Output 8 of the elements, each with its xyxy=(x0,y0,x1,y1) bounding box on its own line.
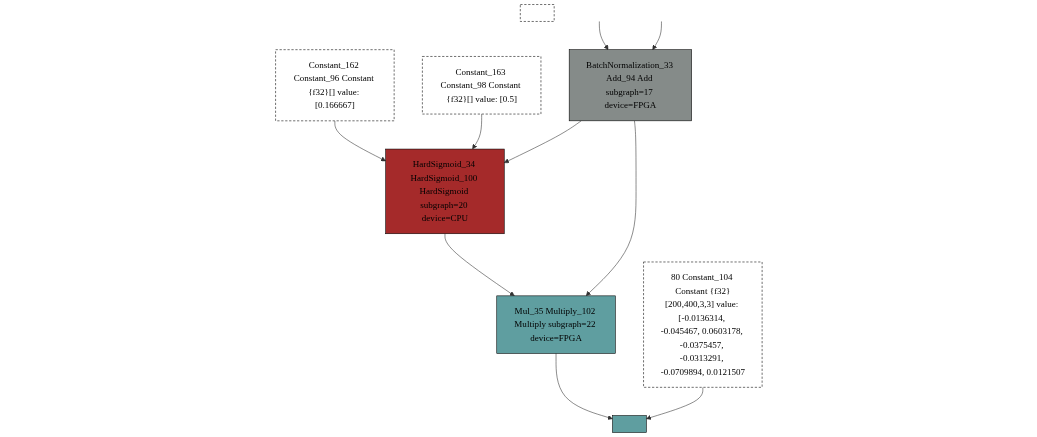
node-box: BatchNormalization_33 Add_94 Add subgraph=17 device=FPGA xyxy=(568,49,692,122)
node-box: 80 Constant_104 Constant {f32}[200,400,3,3] value: [-0.0136314, -0.045467, 0.0603178, -0.0375457, -0.0313291, -0.0709894, 0.0121507 xyxy=(642,261,763,388)
node-box: Constant_162 Constant_96 Constant {f32}[] value: [0.166667] xyxy=(274,49,395,122)
node-box: Mul_35 Multiply_102 Multiply subgraph=22 device=FPGA xyxy=(496,295,616,354)
node-box: HardSigmoid_34 HardSigmoid_100 HardSigmoid subgraph=20 device=CPU xyxy=(385,148,505,234)
node-box: Constant_163 Constant_98 Constant {f32}[] value: [0.5] xyxy=(421,56,541,115)
node-box xyxy=(611,415,647,433)
node-box xyxy=(519,4,555,22)
